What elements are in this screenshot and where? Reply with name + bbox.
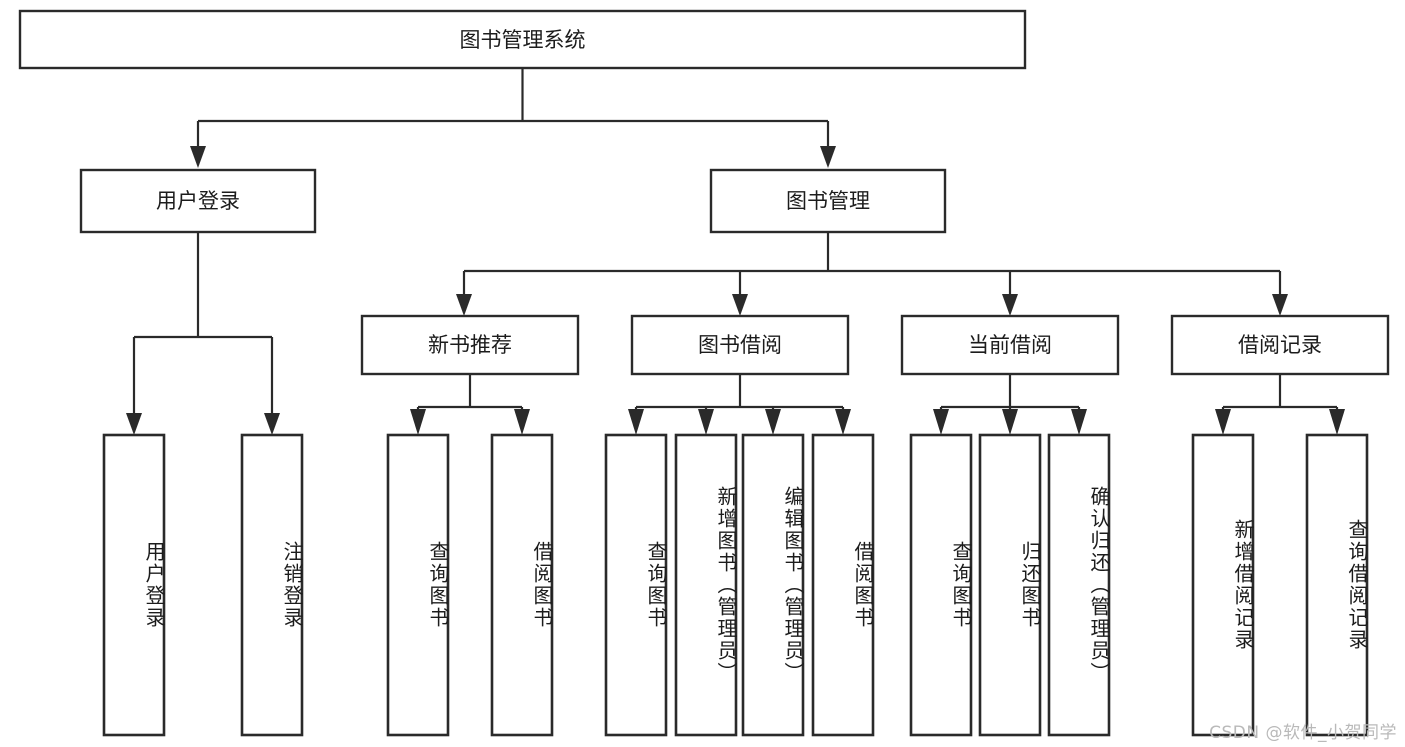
- node-book-borrow-box: [630, 314, 850, 376]
- node-current-borrow-box: [900, 314, 1120, 376]
- node-book-borrow[interactable]: 图书借阅: [630, 314, 850, 376]
- connector-group-user-login: [126, 232, 280, 435]
- leaf-box-borrow-record-1[interactable]: [1191, 433, 1255, 737]
- leaf-box-current-borrow-2[interactable]: [978, 433, 1042, 737]
- connector-group-root: [190, 68, 836, 168]
- node-root-label: 图书管理系统: [460, 28, 586, 52]
- csdn-watermark: CSDN @软件_小贺同学: [1209, 723, 1397, 743]
- node-book-borrow-label: 图书借阅: [698, 333, 782, 357]
- node-user-login-label: 用户登录: [156, 189, 240, 213]
- arrow-book-borrow-leaf-2: [698, 409, 714, 435]
- leaf-box-borrow-record-2[interactable]: [1305, 433, 1369, 737]
- arrow-user-login-leaf-2: [264, 413, 280, 435]
- leaf-box-user-login-1[interactable]: [102, 433, 166, 737]
- connector-group-new-book-recommend: [410, 374, 530, 435]
- leaf-group-current-borrow: [909, 433, 1111, 737]
- node-root-book-management-system[interactable]: 图书管理系统: [18, 9, 1027, 70]
- connector-group-borrow-record: [1215, 374, 1345, 435]
- arrow-book-borrow-leaf-3: [765, 409, 781, 435]
- node-root-box: [18, 9, 1027, 70]
- arrow-book-mgmt-to-new-book: [456, 294, 472, 316]
- leaf-box-book-borrow-1[interactable]: [604, 433, 668, 737]
- leaf-group-book-borrow: [604, 433, 875, 737]
- leaf-box-book-borrow-4[interactable]: [811, 433, 875, 737]
- node-borrow-record[interactable]: 借阅记录: [1170, 314, 1390, 376]
- node-new-book-recommend-label: 新书推荐: [428, 333, 512, 357]
- node-book-management-box: [709, 168, 947, 234]
- arrow-book-mgmt-to-borrow: [732, 294, 748, 316]
- node-book-management-label: 图书管理: [786, 189, 870, 213]
- arrow-current-borrow-leaf-1: [933, 409, 949, 435]
- arrow-new-book-leaf-1: [410, 409, 426, 435]
- node-current-borrow-label: 当前借阅: [968, 333, 1052, 357]
- leaf-box-book-borrow-2[interactable]: [674, 433, 738, 737]
- arrow-borrow-record-leaf-1: [1215, 409, 1231, 435]
- leaf-box-current-borrow-1[interactable]: [909, 433, 973, 737]
- arrow-user-login-leaf-1: [126, 413, 142, 435]
- node-borrow-record-label: 借阅记录: [1238, 333, 1322, 357]
- connector-group-current-borrow: [933, 374, 1087, 435]
- connector-group-book-borrow: [628, 374, 851, 435]
- arrow-book-borrow-leaf-4: [835, 409, 851, 435]
- arrow-book-mgmt-to-record: [1272, 294, 1288, 316]
- arrow-current-borrow-leaf-3: [1071, 409, 1087, 435]
- arrow-book-mgmt-to-current: [1002, 294, 1018, 316]
- node-new-book-recommend[interactable]: 新书推荐: [360, 314, 580, 376]
- arrow-book-borrow-leaf-1: [628, 409, 644, 435]
- arrow-root-to-book-mgmt: [820, 146, 836, 168]
- node-book-management[interactable]: 图书管理: [709, 168, 947, 234]
- node-borrow-record-box: [1170, 314, 1390, 376]
- connector-group-book-mgmt: [456, 232, 1288, 316]
- arrow-root-to-user-login: [190, 146, 206, 168]
- leaf-box-new-book-1[interactable]: [386, 433, 450, 737]
- node-user-login[interactable]: 用户登录: [79, 168, 317, 234]
- leaf-box-book-borrow-3[interactable]: [741, 433, 805, 737]
- leaf-box-user-login-2[interactable]: [240, 433, 304, 737]
- leaf-group-user-login: [102, 433, 304, 737]
- arrow-borrow-record-leaf-2: [1329, 409, 1345, 435]
- leaf-group-new-book-recommend: [386, 433, 554, 737]
- leaf-box-new-book-2[interactable]: [490, 433, 554, 737]
- arrow-current-borrow-leaf-2: [1002, 409, 1018, 435]
- node-new-book-recommend-box: [360, 314, 580, 376]
- leaf-box-current-borrow-3[interactable]: [1047, 433, 1111, 737]
- node-current-borrow[interactable]: 当前借阅: [900, 314, 1120, 376]
- arrow-new-book-leaf-2: [514, 409, 530, 435]
- node-user-login-box: [79, 168, 317, 234]
- leaf-group-borrow-record: [1191, 433, 1369, 737]
